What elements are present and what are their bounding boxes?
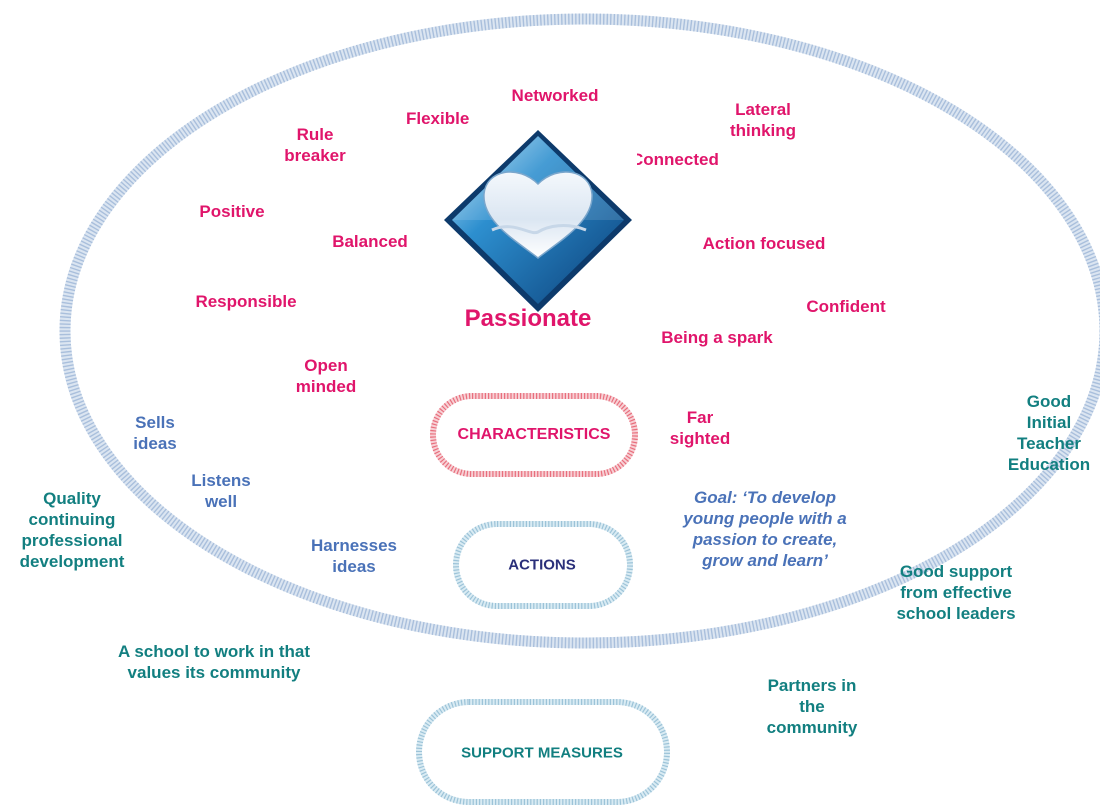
- actions-pill-label: ACTIONS: [508, 556, 576, 574]
- label-balanced: Balanced: [332, 232, 408, 251]
- label-networked: Networked: [511, 86, 599, 105]
- label-action-focused: Action focused: [702, 234, 826, 253]
- label-quality-cpd: Quality continuing professional developm…: [19, 489, 125, 571]
- label-flexible: Flexible: [406, 109, 470, 126]
- label-school-values-community: A school to work in that values its comm…: [117, 642, 311, 682]
- label-positive: Positive: [199, 202, 265, 221]
- label-far-sighted: Far sighted: [669, 408, 731, 448]
- label-confident: Confident: [806, 297, 886, 316]
- label-lateral-thinking: Lateral thinking: [729, 100, 797, 140]
- label-school-leaders: Good support from effective school leade…: [896, 562, 1016, 623]
- label-responsible: Responsible: [195, 292, 297, 311]
- label-being-a-spark: Being a spark: [661, 328, 773, 347]
- characteristics-pill: [430, 393, 638, 477]
- outer-ellipse: [59, 13, 1100, 649]
- label-partners-in-community: Partners in the community: [766, 676, 858, 737]
- label-rule-breaker: Rule breaker: [284, 125, 346, 165]
- heart-diamond-icon: [434, 124, 642, 314]
- goal-statement: Goal: ‘To develop young people with a pa…: [683, 488, 847, 570]
- label-initial-teacher-education: Good Initial Teacher Education: [1007, 392, 1091, 474]
- support-pill-label: SUPPORT MEASURES: [461, 744, 623, 762]
- label-connected: Connected: [637, 150, 719, 169]
- label-listens-well: Listens well: [191, 471, 251, 511]
- label-harnesses-ideas: Harnesses ideas: [310, 536, 398, 576]
- support-pill: [416, 699, 670, 805]
- actions-pill: [453, 521, 633, 609]
- label-open-minded: Open minded: [295, 356, 357, 396]
- label-sells-ideas: Sells ideas: [133, 413, 177, 453]
- center-title-passionate: Passionate: [464, 305, 592, 332]
- characteristics-pill-label: CHARACTERISTICS: [457, 426, 611, 443]
